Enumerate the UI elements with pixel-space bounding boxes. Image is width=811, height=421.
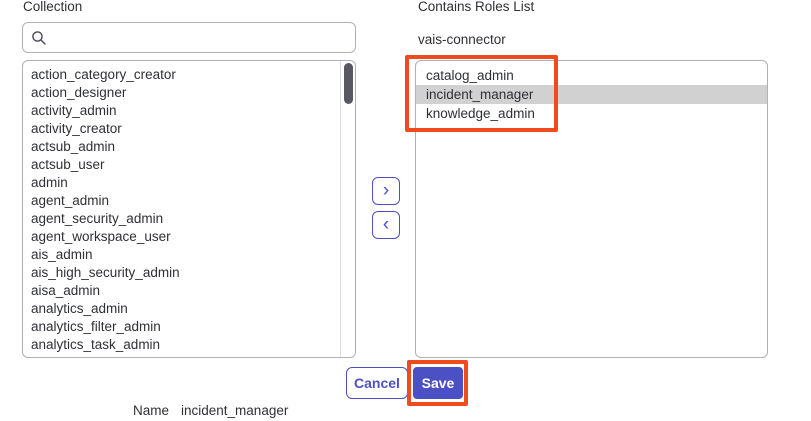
list-item[interactable]: incident_manager (416, 85, 767, 104)
list-item[interactable]: ais_high_security_admin (31, 265, 180, 280)
move-right-button[interactable]: › (372, 177, 400, 205)
chevron-left-icon: ‹ (382, 214, 390, 235)
move-left-button[interactable]: ‹ (372, 211, 400, 239)
search-box (22, 22, 356, 54)
contains-roles-list-items: catalog_admin incident_manager knowledge_a… (416, 61, 767, 123)
list-item[interactable]: analytics_filter_admin (31, 319, 161, 334)
list-item[interactable]: agent_admin (31, 193, 110, 208)
list-item[interactable]: analytics_task_admin (31, 337, 161, 352)
scrollbar-track[interactable] (340, 61, 355, 357)
list-item[interactable]: agent_workspace_user (31, 229, 171, 244)
list-item[interactable]: admin (31, 175, 68, 190)
list-item[interactable]: action_category_creator (31, 67, 176, 82)
chevron-right-icon: › (382, 180, 390, 201)
list-item[interactable]: catalog_admin (426, 68, 514, 83)
list-item[interactable]: ais_admin (31, 247, 93, 262)
name-value: incident_manager (181, 403, 289, 418)
list-item[interactable]: analytics_viewer (23, 354, 355, 357)
list-item[interactable]: knowledge_admin (426, 106, 535, 121)
search-input[interactable] (53, 23, 353, 54)
list-item[interactable]: aisa_admin (31, 283, 101, 298)
list-item[interactable]: actsub_user (31, 157, 105, 172)
contains-roles-label: Contains Roles List (418, 0, 535, 14)
list-item[interactable]: actsub_admin (31, 139, 116, 154)
scrollbar-thumb[interactable] (344, 63, 353, 104)
contains-roles-list[interactable]: catalog_admin incident_manager knowledge_a… (415, 60, 768, 358)
save-button[interactable]: Save (413, 367, 463, 399)
cancel-button[interactable]: Cancel (346, 367, 408, 399)
search-icon (31, 30, 47, 46)
list-item[interactable]: action_designer (31, 85, 127, 100)
list-item[interactable]: activity_admin (31, 103, 117, 118)
name-row: Name incident_manager (133, 403, 288, 418)
list-item[interactable]: activity_creator (31, 121, 122, 136)
name-label: Name (133, 403, 170, 418)
collection-label: Collection (23, 0, 83, 14)
list-item[interactable]: agent_security_admin (31, 211, 164, 226)
list-item[interactable]: analytics_admin (31, 301, 128, 316)
group-name-label: vais-connector (418, 32, 506, 47)
